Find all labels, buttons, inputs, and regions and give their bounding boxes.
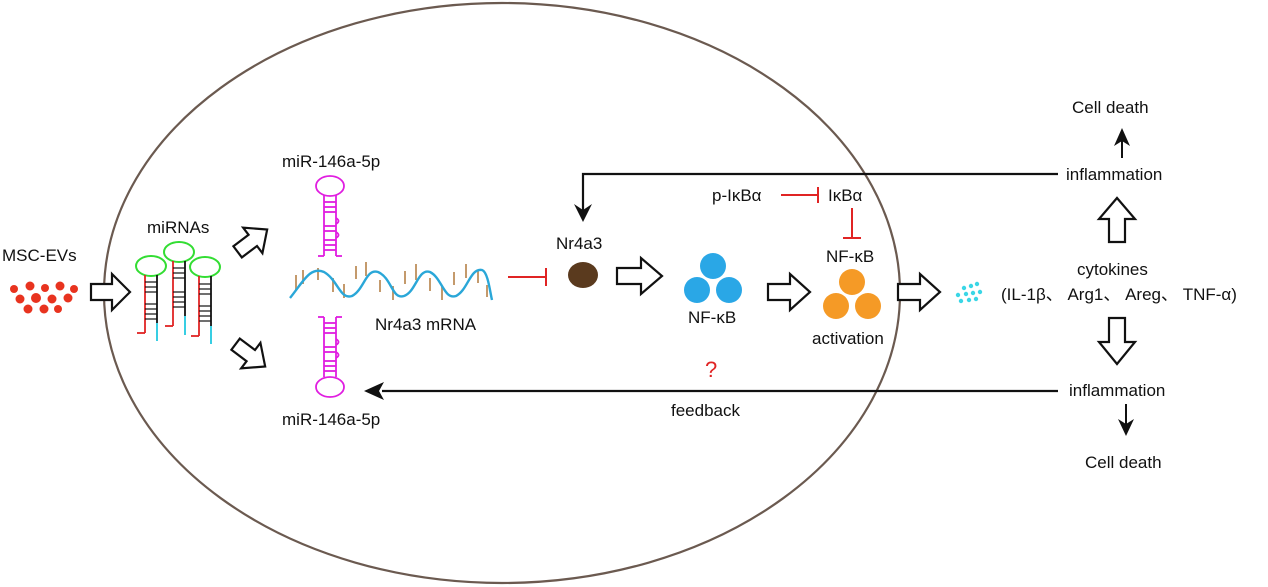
- cytokine-particles: [955, 281, 983, 304]
- arrow-mirnas-to-bottom: [229, 337, 267, 370]
- ikba-label: IκBα: [828, 186, 863, 205]
- arrow-activation-to-cytokines: [896, 271, 942, 313]
- nfkb-cluster-orange: [823, 269, 881, 319]
- arrow-cytokines-to-inflammation-top: [1096, 196, 1138, 244]
- nfkb-cluster-blue: [684, 253, 742, 303]
- inhibition-pikba-to-ikba: [781, 187, 819, 203]
- cell-death-bottom-label: Cell death: [1085, 453, 1162, 472]
- nfkb-label-2: NF-κB: [826, 247, 874, 266]
- mirnas-label: miRNAs: [147, 218, 209, 237]
- nr4a3-mrna-wave: [289, 262, 494, 301]
- arrow-nfkb-to-activation: [766, 271, 812, 313]
- activation-label: activation: [812, 329, 884, 348]
- mirna-cluster: [135, 241, 221, 344]
- nr4a3-label: Nr4a3: [556, 234, 602, 253]
- nr4a3-mrna-label: Nr4a3 mRNA: [375, 315, 477, 334]
- arrow-nr4a3-to-nfkb: [615, 255, 664, 297]
- nr4a3-protein: [568, 262, 598, 288]
- inflammation-top-to-death-arrowhead: [1114, 128, 1130, 146]
- mir-146a-top-label: miR-146a-5p: [282, 152, 380, 171]
- inflammation-bottom-label: inflammation: [1069, 381, 1165, 400]
- mir-146a-bottom-label: miR-146a-5p: [282, 410, 380, 429]
- cytokine-list-label: (IL-1β、 Arg1、 Areg、 TNF-α): [1001, 285, 1237, 304]
- inflammation-to-nr4a3-line: [581, 172, 1058, 218]
- nfkb-label-1: NF-κB: [688, 308, 736, 327]
- feedback-label: feedback: [671, 401, 740, 420]
- inhibition-mir-to-nr4a3: [508, 268, 547, 286]
- msc-evs-label: MSC-EVs: [2, 246, 77, 265]
- ev-particles: [10, 281, 78, 314]
- arrow-evs-to-mirnas: [89, 271, 132, 313]
- feedback-question-mark: ?: [705, 357, 717, 382]
- inflammation-to-nr4a3-arrowhead: [574, 204, 592, 222]
- mir-146a-top-hairpin: [315, 175, 345, 257]
- arrow-cytokines-to-inflammation-bottom: [1096, 316, 1138, 366]
- inflammation-top-label: inflammation: [1066, 165, 1162, 184]
- mir-146a-bottom-hairpin: [315, 316, 345, 398]
- inflammation-bottom-to-death-arrowhead: [1118, 419, 1134, 436]
- inhibition-ikba-to-nfkb: [843, 208, 861, 239]
- p-ikba-label: p-IκBα: [712, 186, 762, 205]
- arrow-mirnas-to-top: [231, 226, 269, 259]
- cell-death-top-label: Cell death: [1072, 98, 1149, 117]
- feedback-arrowhead: [364, 382, 384, 400]
- cytokines-label: cytokines: [1077, 260, 1148, 279]
